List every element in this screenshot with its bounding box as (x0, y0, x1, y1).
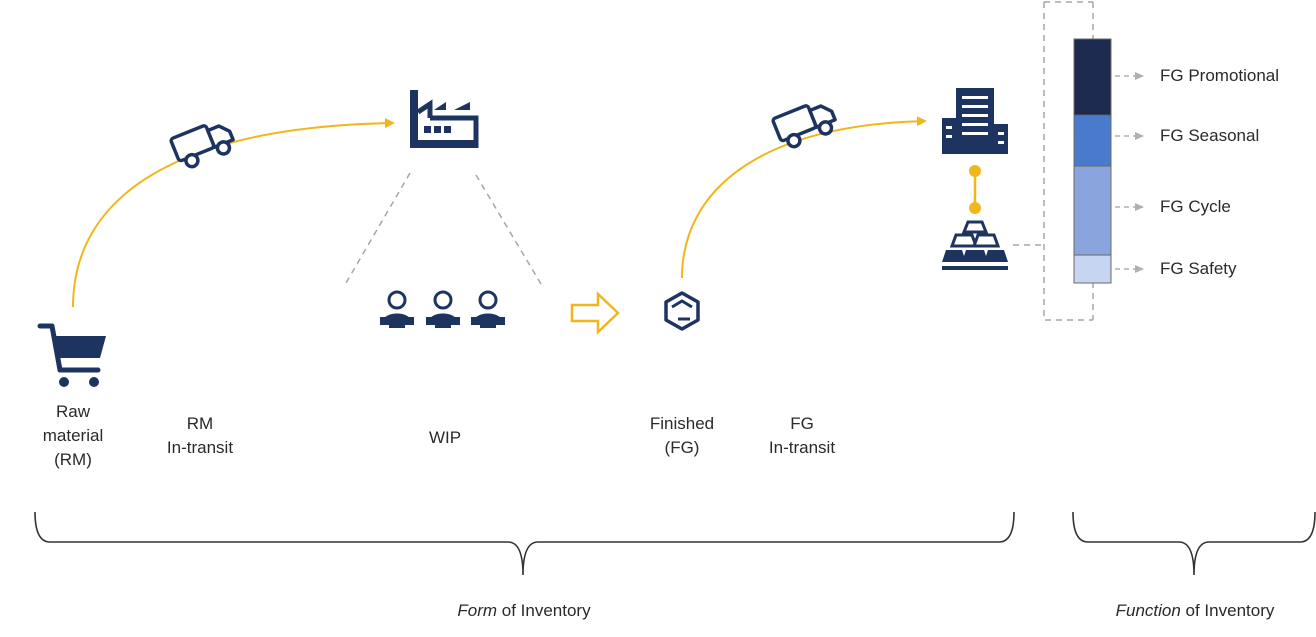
fg-flow-arc (681, 116, 927, 279)
function-stack-bar (1073, 38, 1112, 284)
shopping-cart-icon (37, 323, 106, 387)
worker-icon-2 (426, 290, 460, 328)
stack-segment-fg-safety (1073, 254, 1112, 284)
worker-icon-1 (380, 290, 414, 328)
wip-dash-right (475, 174, 542, 285)
label-raw-material: Raw material (RM) (42, 402, 104, 469)
truck-icon-fg (771, 104, 837, 149)
stack-legend-arrows (1115, 72, 1144, 273)
stack-segment-fg-cycle (1073, 165, 1112, 256)
stack-segment-fg-seasonal (1073, 114, 1112, 167)
caption-form-of-inventory: Form of Inventory (457, 601, 591, 620)
stack-segment-fg-promotional (1073, 38, 1112, 116)
legend-fg-seasonal: FG Seasonal (1160, 126, 1260, 145)
worker-icon-3 (471, 290, 505, 328)
function-brace (1072, 511, 1316, 576)
truck-icon-rm (169, 124, 235, 169)
rm-flow-arc (72, 118, 395, 308)
function-dashed-box (1043, 1, 1094, 321)
outline-right-arrow-icon (570, 291, 620, 335)
label-fg-in-transit: FG In-transit (768, 414, 836, 457)
connector-dot-bottom (969, 202, 981, 214)
hexagon-box-icon (664, 291, 700, 331)
legend-fg-promotional: FG Promotional (1160, 66, 1280, 85)
stacked-bars-icon (942, 220, 1008, 270)
label-wip: WIP (428, 428, 462, 447)
factory-icon (410, 90, 479, 148)
label-finished: Finished (FG) (649, 414, 715, 457)
caption-function-of-inventory: Function of Inventory (1115, 601, 1275, 620)
legend-fg-safety: FG Safety (1160, 259, 1237, 278)
form-brace (34, 511, 1015, 576)
office-building-icon (942, 88, 1008, 154)
label-rm-in-transit: RM In-transit (166, 414, 234, 457)
wip-dash-left (345, 172, 411, 284)
legend-fg-cycle: FG Cycle (1160, 197, 1231, 216)
connector-dot-top (969, 165, 981, 177)
